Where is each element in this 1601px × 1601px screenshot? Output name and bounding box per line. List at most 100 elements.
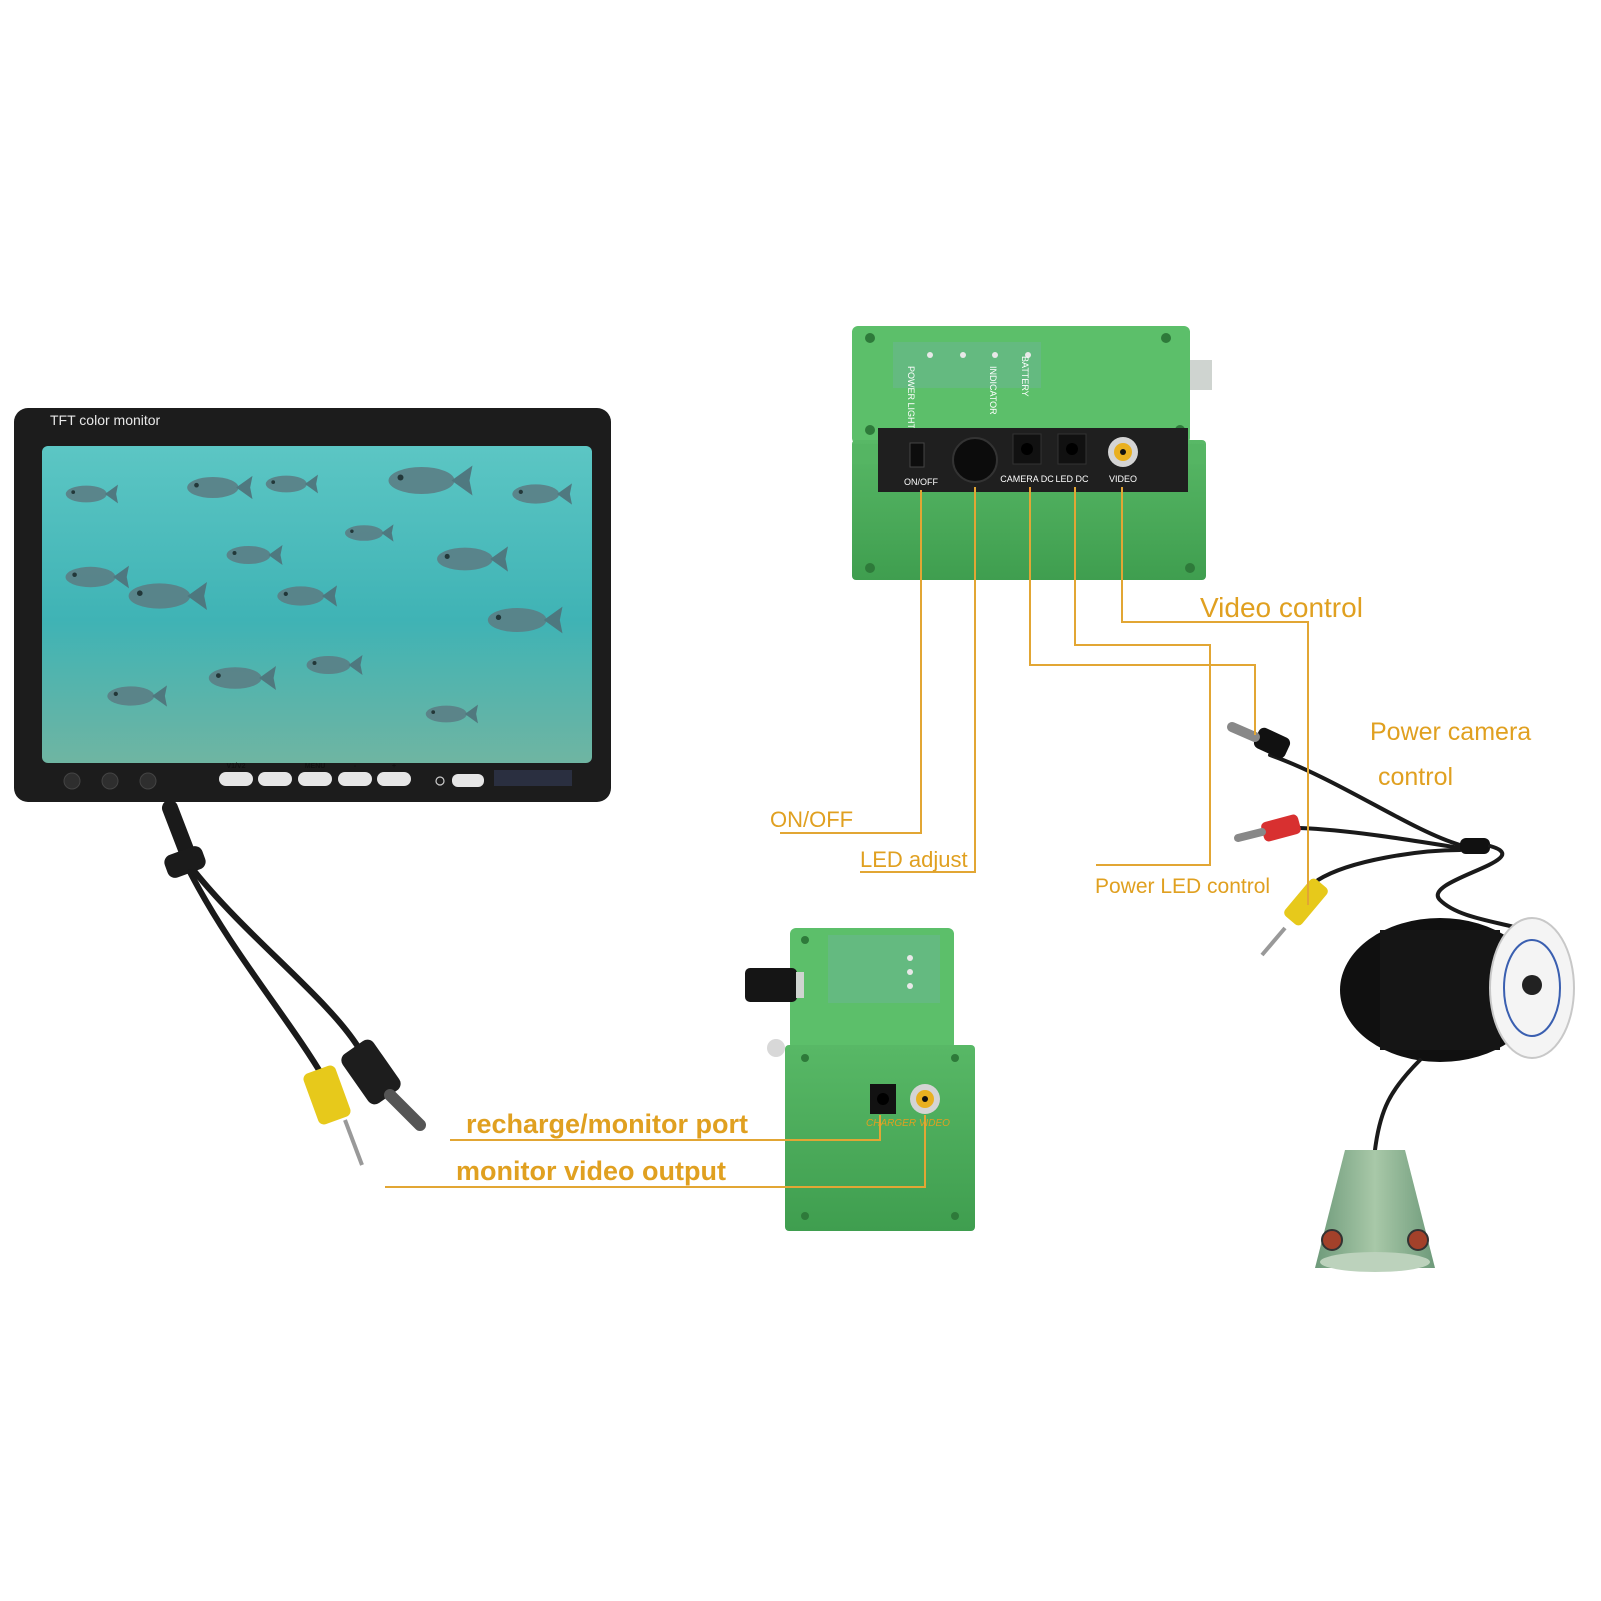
screw: [865, 425, 875, 435]
monitor: TFT color monitor V1/V2 MENU - +: [14, 408, 611, 802]
callout-on-off: ON/OFF: [770, 807, 853, 832]
monitor-button-v1v2[interactable]: [219, 772, 253, 786]
box-top-side-knob: [1190, 360, 1212, 390]
jack-hole: [877, 1093, 889, 1105]
monitor-speaker-dot: [63, 772, 81, 790]
rca-yellow-plug: [303, 1065, 351, 1125]
callout-labels: Video control Power camera control ON/OF…: [456, 592, 1531, 1186]
dc-plug-tip: [384, 1089, 426, 1131]
monitor-button-source[interactable]: [258, 772, 292, 786]
monitor-speaker-dot: [139, 772, 157, 790]
callout-video-output: monitor video output: [456, 1156, 726, 1186]
camera-dc-plug-tip: [1227, 722, 1260, 742]
camera-led-icon: [1321, 1229, 1343, 1251]
led-adjust-knob[interactable]: [952, 437, 998, 483]
reel-hub: [1522, 975, 1542, 995]
screw: [801, 1054, 809, 1062]
monitor-button-label: V1/V2: [226, 763, 245, 770]
cable-junction: [1460, 838, 1490, 854]
monitor-button-menu[interactable]: [298, 772, 332, 786]
video-rca-plug-pin: [1260, 926, 1287, 957]
leader-lines: [385, 487, 1309, 1188]
rca-pin: [343, 1119, 364, 1166]
leader-video-output: [385, 1115, 926, 1188]
monitor-button-minus[interactable]: [338, 772, 372, 786]
leader-recharge: [450, 1115, 881, 1141]
charger-video-label: CHARGER VIDEO: [866, 1118, 950, 1129]
monitor-power-button[interactable]: [452, 774, 484, 787]
port-label-camera-dc: CAMERA DC: [1000, 474, 1054, 484]
camera-dc-plug: [1253, 727, 1291, 759]
led-icon: [927, 352, 933, 358]
video-rca-hole: [1120, 449, 1126, 455]
jack-hole: [1021, 443, 1033, 455]
leader-led-adjust: [860, 487, 976, 873]
monitor-screen: [42, 446, 592, 763]
port-label-on-off: ON/OFF: [904, 477, 938, 487]
box-bottom-side-port: [767, 1039, 785, 1057]
control-box-top: POWER LIGHT INDICATOR BATTERY ON/OFF CAM…: [852, 326, 1212, 580]
camera-led-icon: [1407, 1229, 1429, 1251]
indicator-label: BATTERY: [1020, 356, 1030, 397]
led-icon: [907, 955, 913, 961]
monitor-ir-window: [494, 770, 572, 786]
monitor-button-label: MENU: [305, 763, 326, 770]
callout-video-control: Video control: [1200, 592, 1363, 623]
led-icon: [907, 969, 913, 975]
leader-video: [1121, 487, 1309, 905]
screw: [865, 563, 875, 573]
callout-led-adjust: LED adjust: [860, 847, 968, 872]
monitor-cable: [162, 800, 426, 1166]
led-dc-plug: [1261, 814, 1301, 842]
callout-power-led: Power LED control: [1095, 875, 1270, 898]
leader-on-off: [780, 490, 922, 834]
reel-wrap: [1380, 930, 1500, 1050]
screw: [951, 1212, 959, 1220]
callout-power-camera-2: control: [1378, 763, 1453, 791]
dc-plug: [341, 1039, 401, 1105]
screw: [951, 1054, 959, 1062]
power-icon: [435, 776, 445, 786]
video-rca-plug: [1284, 878, 1328, 926]
box-bottom-knob[interactable]: [745, 968, 797, 1002]
port-label-video: VIDEO: [1109, 474, 1137, 484]
camera-housing: [1315, 1150, 1435, 1268]
reel-label-ring: [1503, 939, 1561, 1037]
monitor-brand-text: TFT color monitor: [50, 412, 161, 428]
screw: [801, 936, 809, 944]
led-icon: [1025, 352, 1031, 358]
indicator-label: INDICATOR: [988, 366, 998, 415]
led-dc-plug-tip: [1234, 828, 1266, 842]
control-box-bottom: CHARGER VIDEO: [745, 928, 975, 1231]
camera-cable-bundle: [1227, 722, 1562, 962]
monitor-button-label: +: [392, 763, 396, 770]
indicator-label: POWER LIGHT: [906, 366, 916, 430]
cable-reel: [1340, 917, 1575, 1152]
indicator-panel: [893, 342, 1041, 388]
monitor-button-plus[interactable]: [377, 772, 411, 786]
indicator-leds: POWER LIGHT INDICATOR BATTERY: [906, 352, 1031, 430]
led-icon: [960, 352, 966, 358]
screw: [801, 1212, 809, 1220]
knob-collar: [796, 972, 804, 998]
screw: [1185, 563, 1195, 573]
screw: [1161, 333, 1171, 343]
leader-power-led: [1074, 487, 1211, 866]
screw: [865, 333, 875, 343]
callout-recharge-port: recharge/monitor port: [466, 1109, 748, 1139]
leader-power-camera: [1029, 487, 1256, 735]
camera-lens-face: [1320, 1252, 1430, 1272]
box-bottom-indicator-panel: [828, 935, 940, 1003]
jack-hole: [1066, 443, 1078, 455]
on-off-switch[interactable]: [909, 442, 925, 468]
led-icon: [907, 983, 913, 989]
monitor-speaker-dot: [101, 772, 119, 790]
callout-power-camera: Power camera: [1370, 718, 1531, 746]
monitor-button-label: -: [354, 763, 357, 770]
monitor-button-row: V1/V2 MENU - +: [219, 763, 572, 787]
led-icon: [992, 352, 998, 358]
bottom-video-rca-hole: [922, 1096, 928, 1102]
port-label-led-dc: LED DC: [1055, 474, 1089, 484]
underwater-camera: [1315, 1150, 1435, 1272]
